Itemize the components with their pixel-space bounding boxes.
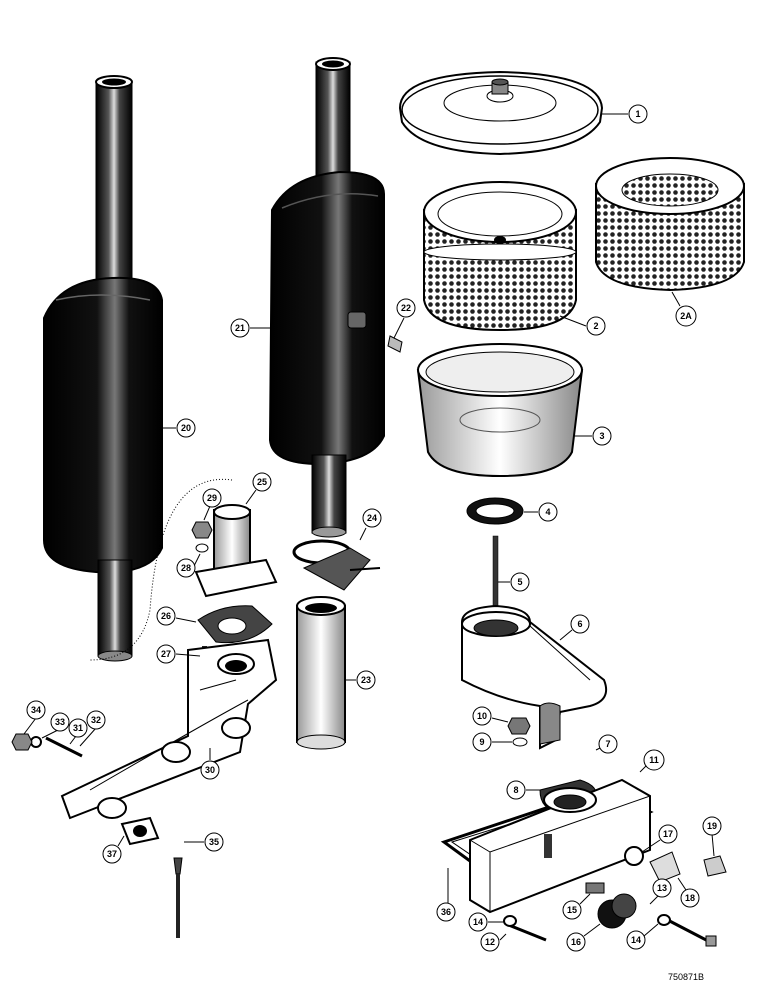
callout-12: 12 <box>485 937 495 947</box>
callout-26: 26 <box>161 611 171 621</box>
callout-6: 6 <box>577 619 582 629</box>
callout-23: 23 <box>361 675 371 685</box>
rod <box>173 857 183 938</box>
callout-14a: 14 <box>473 917 483 927</box>
callout-28: 28 <box>181 563 191 573</box>
callout-29: 29 <box>207 493 217 503</box>
fitting <box>585 882 605 894</box>
callout-24: 24 <box>367 513 377 523</box>
callout-17: 17 <box>663 829 673 839</box>
copper-washer <box>624 846 644 866</box>
callout-7: 7 <box>605 739 610 749</box>
callout-10: 10 <box>477 711 487 721</box>
lock-washer <box>503 914 671 927</box>
air-cleaner-element-alt <box>595 157 745 292</box>
callout-18: 18 <box>685 893 695 903</box>
callout-19: 19 <box>707 821 717 831</box>
callout-25: 25 <box>257 477 267 487</box>
muffler-right <box>268 57 385 538</box>
intake-manifold <box>469 778 651 914</box>
callout-33: 33 <box>55 717 65 727</box>
heater-plug <box>597 893 637 929</box>
air-cleaner-cup <box>416 343 584 478</box>
callout-14b: 14 <box>631 935 641 945</box>
callout-13: 13 <box>657 883 667 893</box>
callout-2a: 2A <box>680 311 692 321</box>
exhaust-manifold <box>60 638 278 820</box>
callout-15: 15 <box>567 905 577 915</box>
drain-plug <box>387 317 405 353</box>
nut <box>507 717 531 735</box>
inlet-elbow <box>461 604 608 750</box>
callout-30: 30 <box>205 765 215 775</box>
manifold-gasket <box>120 816 160 846</box>
washer <box>512 737 528 747</box>
callout-21: 21 <box>235 323 245 333</box>
muffler-left <box>43 75 163 662</box>
exhaust-flange <box>194 504 278 598</box>
callout-16: 16 <box>571 937 581 947</box>
callout-5: 5 <box>517 577 522 587</box>
plug-cap <box>703 855 727 877</box>
exhaust-pipe <box>296 596 346 750</box>
clamp <box>292 539 381 591</box>
callout-37: 37 <box>107 849 117 859</box>
callout-20: 20 <box>181 423 191 433</box>
callout-36: 36 <box>441 907 451 917</box>
callout-4: 4 <box>545 507 550 517</box>
callout-31: 31 <box>73 723 83 733</box>
flange-nut <box>191 521 213 553</box>
air-cleaner-element <box>423 181 577 332</box>
exhaust-gasket <box>197 605 273 644</box>
callouts: 1 2 2A 3 4 5 6 7 8 9 <box>23 104 722 952</box>
seal-ring <box>466 497 524 525</box>
manifold-bolt <box>45 736 83 758</box>
drawing-number: 750871B <box>668 972 705 982</box>
callout-3: 3 <box>599 431 604 441</box>
manifold-nut <box>11 733 33 751</box>
air-cleaner-cover <box>398 70 604 156</box>
callout-8: 8 <box>513 785 518 795</box>
plug <box>649 851 681 883</box>
callout-9: 9 <box>479 737 484 747</box>
callout-22: 22 <box>401 303 411 313</box>
callout-2: 2 <box>593 321 598 331</box>
callout-27: 27 <box>161 649 171 659</box>
callout-35: 35 <box>209 837 219 847</box>
callout-32: 32 <box>91 715 101 725</box>
callout-11: 11 <box>649 755 659 765</box>
callout-34: 34 <box>31 705 41 715</box>
callout-1: 1 <box>635 109 640 119</box>
